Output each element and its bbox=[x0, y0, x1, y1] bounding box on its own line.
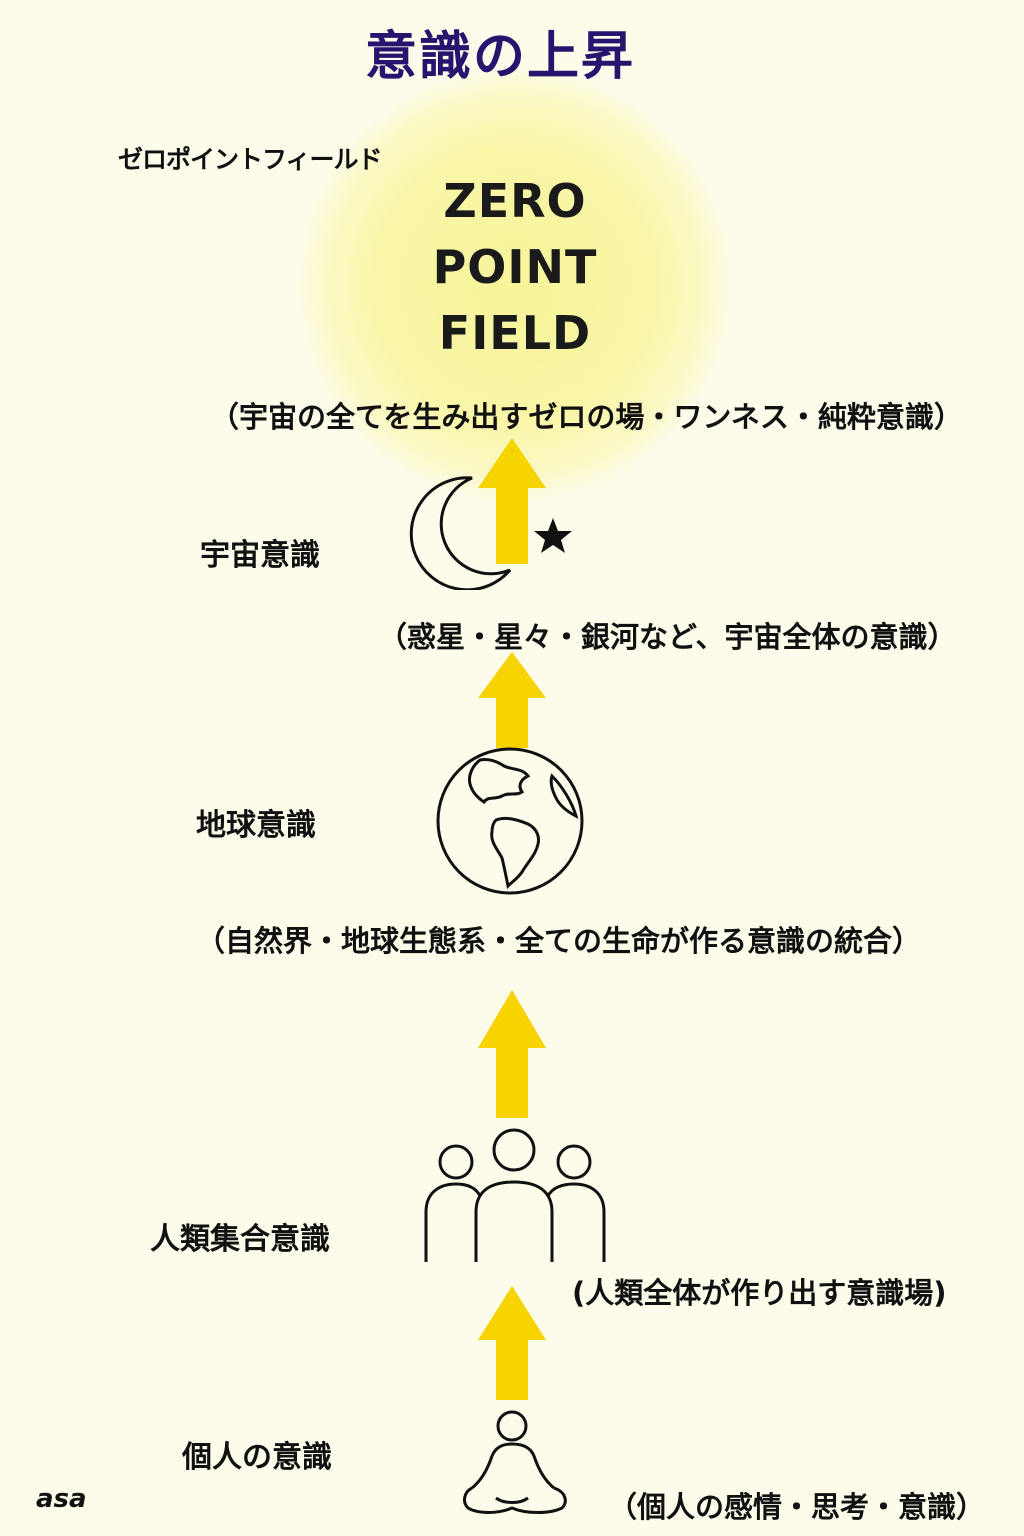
level-universe-description: （惑星・星々・銀河など、宇宙全体の意識） bbox=[378, 620, 957, 654]
level-humanity-label: 人類集合意識 bbox=[150, 1222, 330, 1257]
level-individual-label: 個人の意識 bbox=[182, 1440, 332, 1475]
level-universe-label: 宇宙意識 bbox=[200, 538, 320, 573]
meditating-person-icon bbox=[463, 1410, 567, 1514]
zero-point-english-label: ZERO POINT FIELD bbox=[390, 168, 640, 366]
signature: asa bbox=[36, 1484, 87, 1514]
level-humanity-description: (人類全体が作り出す意識場) bbox=[572, 1276, 947, 1310]
zero-point-word-1: ZERO bbox=[443, 174, 587, 228]
level-individual-description: （個人の感情・思考・意識） bbox=[608, 1490, 986, 1524]
arrow-up-icon bbox=[478, 1286, 546, 1400]
arrow-up-icon bbox=[478, 990, 546, 1118]
zero-point-word-3: FIELD bbox=[438, 306, 592, 360]
group-people-icon bbox=[424, 1128, 606, 1262]
zero-point-kana-label: ゼロポイントフィールド bbox=[118, 145, 383, 174]
moon-star-icon bbox=[409, 476, 572, 590]
arrow-up-icon bbox=[478, 438, 546, 564]
page-title: 意識の上昇 bbox=[364, 27, 635, 87]
level-earth-description: （自然界・地球生態系・全ての生命が作る意識の統合） bbox=[196, 924, 922, 958]
zero-point-word-2: POINT bbox=[432, 240, 598, 294]
arrow-up-icon bbox=[478, 652, 546, 748]
zero-point-glow bbox=[300, 70, 730, 500]
level-earth-label: 地球意識 bbox=[196, 808, 316, 843]
globe-icon bbox=[436, 747, 584, 895]
zero-point-description: （宇宙の全てを生み出すゼロの場・ワンネス・純粋意識） bbox=[210, 400, 963, 434]
